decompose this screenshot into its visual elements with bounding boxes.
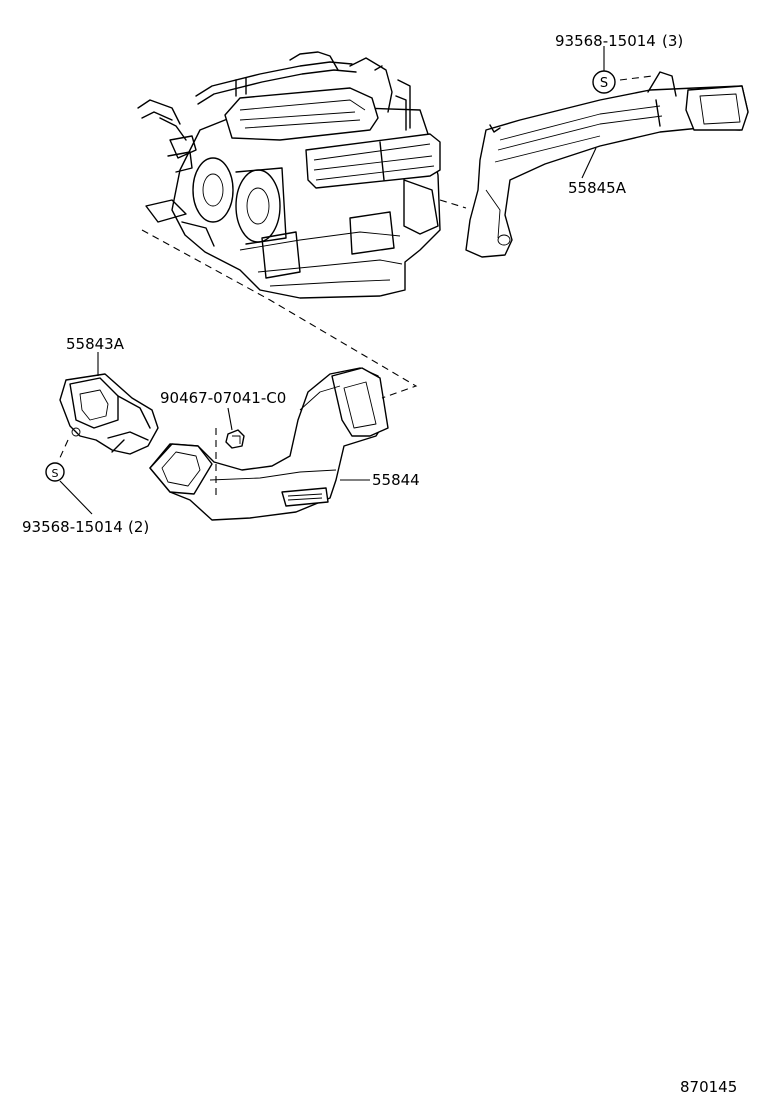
leader-lines xyxy=(59,46,605,515)
part-93568-15014-top-label: 93568-15014 xyxy=(555,32,656,50)
part-93568-15014-top-qty: (3) xyxy=(662,32,683,50)
part-93568-15014-bottom-label: 93568-15014 xyxy=(22,518,123,536)
guide-lines xyxy=(57,75,653,496)
part-55844-label: 55844 xyxy=(372,471,420,489)
figure-code: 870145 xyxy=(680,1078,737,1096)
screw-symbol-top: S xyxy=(592,70,616,94)
screw-symbol-bottom-text: S xyxy=(52,467,59,480)
part-55843a-label: 55843A xyxy=(66,335,125,353)
duct-55844-drawing xyxy=(149,367,389,521)
screw-symbol-bottom: S xyxy=(45,462,65,482)
part-55845a-label: 55845A xyxy=(568,179,627,197)
part-90467-07041-c0-label: 90467-07041-C0 xyxy=(160,389,286,407)
duct-55843a-drawing xyxy=(59,373,159,455)
heater-unit-drawing xyxy=(137,51,441,299)
duct-55845a-drawing xyxy=(465,71,749,258)
screw-symbol-top-text: S xyxy=(600,76,608,91)
clip-drawing xyxy=(225,429,245,449)
part-93568-15014-bottom-qty: (2) xyxy=(128,518,149,536)
